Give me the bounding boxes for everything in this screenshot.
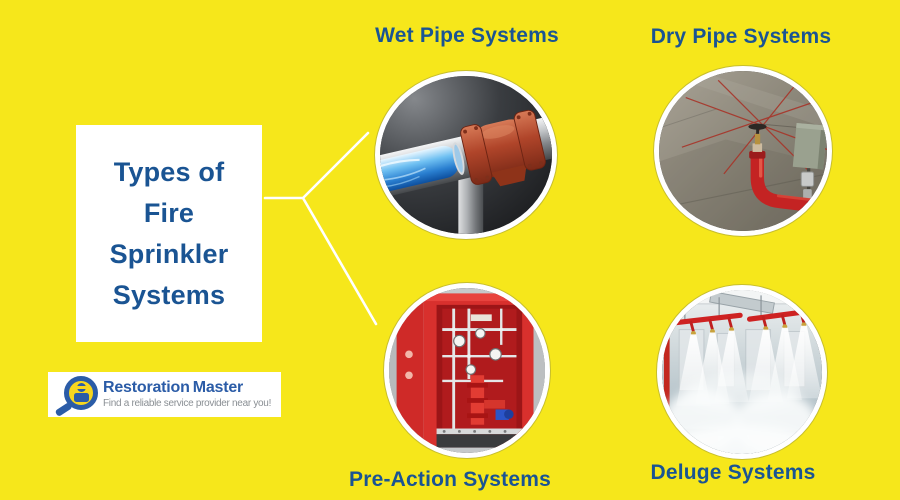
wet-pipe-circle (375, 71, 557, 239)
logo-name-master: Master (192, 379, 244, 396)
logo-name-restoration: Restoration (103, 379, 190, 396)
dry-pipe-circle (654, 66, 832, 236)
title-box: Types of Fire Sprinkler Systems (76, 125, 262, 342)
title-line-3: Sprinkler (109, 238, 229, 269)
pre-action-circle (384, 283, 550, 458)
label-wet-pipe-systems: Wet Pipe Systems (375, 24, 559, 47)
title-line-1: Types of (113, 156, 225, 187)
title-line-4: Systems (112, 279, 226, 310)
dry-pipe-photo-icon (659, 71, 827, 231)
person-body (73, 393, 89, 402)
magnifier-lens (64, 375, 98, 410)
wet-pipe-photo-icon (380, 76, 552, 234)
deluge-circle (657, 285, 827, 459)
title-line-2: Fire (143, 197, 195, 228)
label-deluge-systems: Deluge Systems (650, 461, 816, 484)
pre-action-photo-icon (389, 288, 545, 453)
person-cap-band (75, 386, 87, 389)
label-dry-pipe-systems: Dry Pipe Systems (650, 25, 832, 48)
label-pre-action-systems: Pre-Action Systems (348, 468, 551, 491)
logo-tagline: Find a reliable service provider near yo… (103, 398, 272, 409)
magnifier-person-icon (54, 374, 98, 417)
deluge-photo-icon (662, 290, 822, 454)
